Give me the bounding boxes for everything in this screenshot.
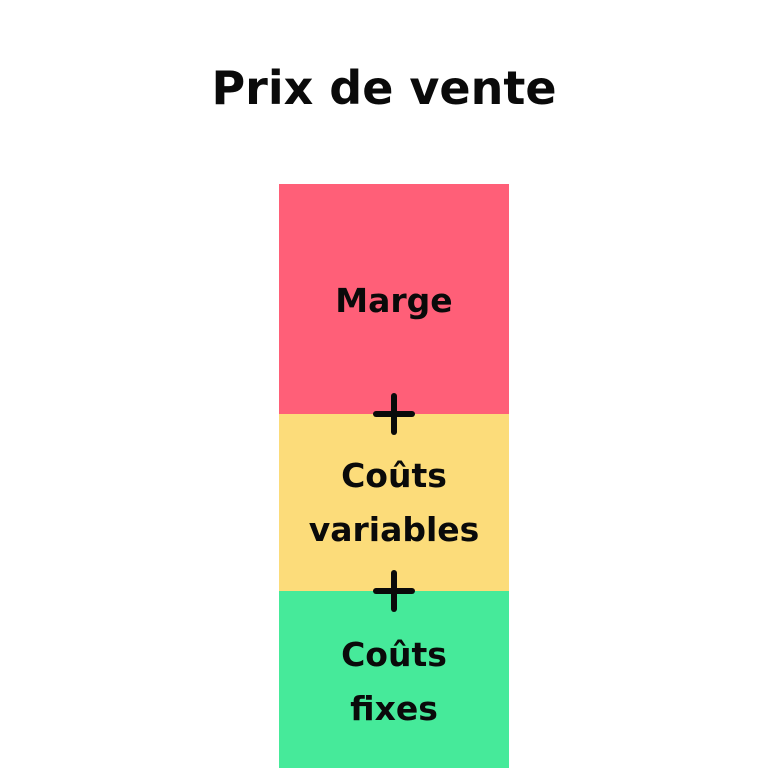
plus-icon: [373, 570, 415, 612]
segment-label-line: fixes: [350, 688, 438, 728]
segment-label-line: Marge: [335, 281, 453, 320]
segment-label: Coûts fixes: [341, 628, 447, 736]
price-stack: Marge Coûts variables Coûts fixes: [279, 184, 509, 768]
segment-marge: Marge: [279, 184, 509, 414]
segment-label-line: Coûts: [341, 455, 447, 495]
segment-label: Coûts variables: [309, 449, 480, 557]
plus-icon: [373, 393, 415, 435]
diagram-title: Prix de vente: [211, 61, 557, 115]
segment-label-line: Coûts: [341, 634, 447, 674]
segment-label: Marge: [335, 274, 452, 328]
segment-label-line: variables: [308, 509, 480, 549]
segment-couts-fixes: Coûts fixes: [279, 591, 509, 768]
segment-couts-variables: Coûts variables: [279, 414, 509, 591]
